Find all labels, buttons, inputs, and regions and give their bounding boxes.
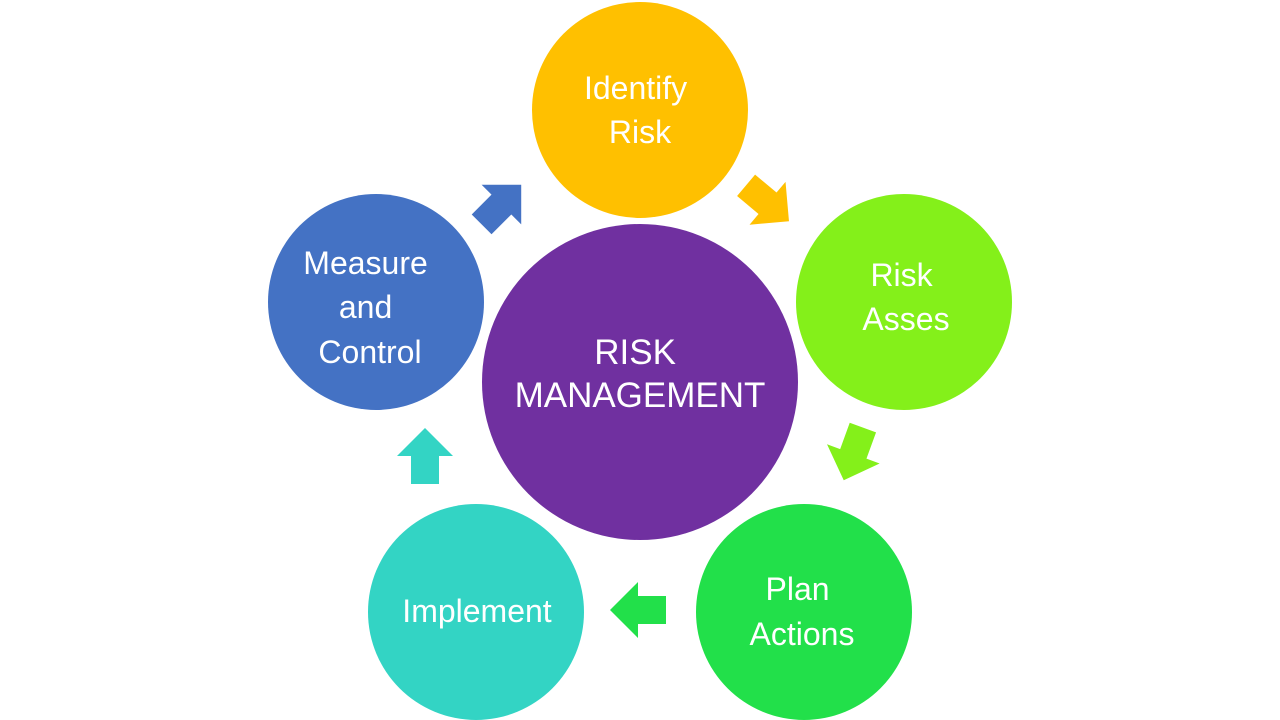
arrow-icon — [737, 174, 789, 225]
arrow-icon — [827, 422, 880, 481]
step-circle — [268, 194, 484, 410]
step-label: Plan Actions — [750, 571, 855, 652]
step-label: Measure and Control — [303, 245, 436, 370]
step-label-line: Identify — [584, 70, 687, 106]
step-node-identify-risk: Identify Risk — [532, 2, 748, 218]
step-circle — [368, 504, 584, 720]
step-label-line: Risk — [870, 257, 933, 293]
step-node-measure-and-control: Measure and Control — [268, 194, 484, 410]
step-label-line: Actions — [750, 616, 855, 652]
arrow-icon — [397, 428, 453, 484]
center-label-line: RISK — [594, 333, 676, 372]
step-label: Identify Risk — [584, 70, 696, 150]
step-label-line: Risk — [609, 114, 672, 150]
step-circle — [532, 2, 748, 218]
arrow-icon — [471, 184, 522, 235]
step-node-risk-asses: Risk Asses — [796, 194, 1012, 410]
step-label-line: Asses — [862, 301, 949, 337]
center-circle — [482, 224, 798, 540]
step-label: Implement — [402, 593, 552, 629]
step-label-line: Control — [318, 334, 421, 370]
step-node-plan-actions: Plan Actions — [696, 504, 912, 720]
center-node: RISK MANAGEMENT — [482, 224, 798, 540]
step-label: Risk Asses — [862, 257, 949, 337]
step-label-line: and — [339, 289, 392, 325]
step-node-implement: Implement — [368, 504, 584, 720]
arrow-icon — [610, 582, 666, 638]
step-label-line: Plan — [766, 571, 830, 607]
step-label-line: Implement — [402, 593, 552, 629]
center-label-line: MANAGEMENT — [515, 376, 766, 415]
step-label-line: Measure — [303, 245, 428, 281]
step-circle — [696, 504, 912, 720]
center-label: RISK MANAGEMENT — [515, 333, 766, 415]
step-circle — [796, 194, 1012, 410]
